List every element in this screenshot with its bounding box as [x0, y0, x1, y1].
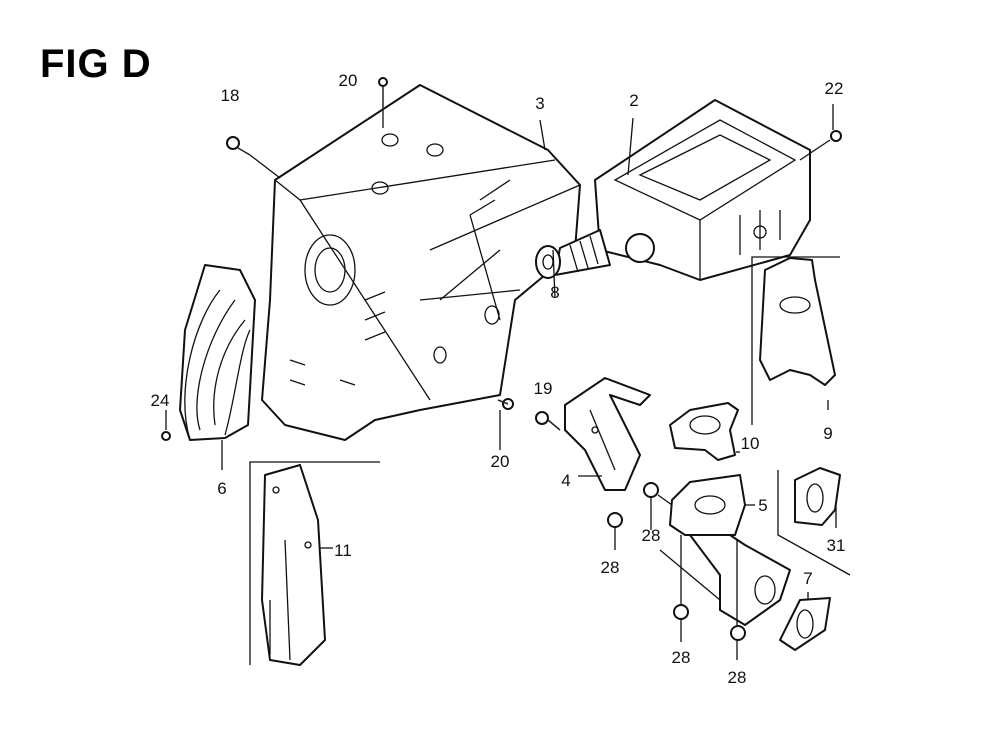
- callout-20-top: 20: [338, 71, 358, 90]
- callout-22: 22: [824, 79, 844, 98]
- callout-28-c: 28: [671, 648, 691, 667]
- callout-31: 31: [826, 536, 846, 555]
- callout-24: 24: [150, 391, 170, 410]
- callout-28-a: 28: [641, 526, 661, 545]
- part-11-cover: [249, 461, 380, 666]
- callout-11: 11: [334, 541, 352, 560]
- callout-8: 8: [550, 283, 560, 302]
- callout-2: 2: [629, 91, 639, 110]
- part-5-manifold: [669, 474, 791, 626]
- callout-4: 4: [561, 471, 571, 490]
- part-4-bracket: [564, 377, 651, 491]
- callout-9: 9: [823, 424, 833, 443]
- callout-20-bottom: 20: [490, 452, 510, 471]
- callout-28-d: 28: [727, 668, 747, 687]
- part-3-shroud: [261, 84, 581, 441]
- callout-3: 3: [535, 94, 545, 113]
- leader-lines: [165, 104, 837, 660]
- callout-19: 19: [533, 379, 553, 398]
- part-9-gasket: [751, 256, 840, 425]
- callout-28-b: 28: [600, 558, 620, 577]
- part-31-gasket: [777, 467, 851, 576]
- part-2-fan-cover: [594, 99, 811, 281]
- part-10-gasket: [669, 402, 739, 461]
- figure-title: FIG D: [40, 42, 152, 86]
- callout-18: 18: [220, 86, 240, 105]
- callout-10: 10: [740, 434, 760, 453]
- callout-5: 5: [758, 496, 768, 515]
- callout-6: 6: [217, 479, 227, 498]
- part-6-cap: [179, 264, 256, 441]
- callout-7: 7: [803, 569, 813, 588]
- part-7-gasket: [779, 597, 831, 651]
